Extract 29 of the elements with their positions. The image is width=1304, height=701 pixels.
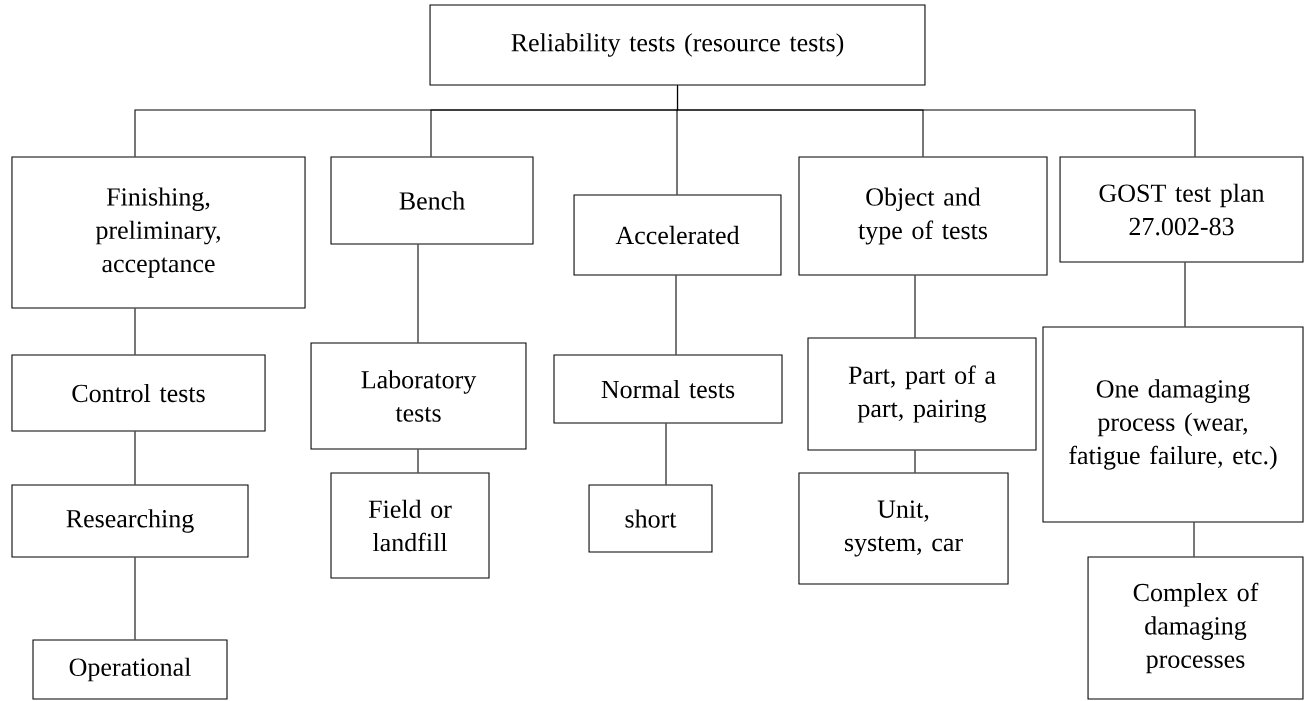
process-box: Researching [11, 484, 249, 558]
connector-line [1193, 521, 1195, 557]
process-box: Normal tests [553, 354, 783, 424]
process-box: short [588, 484, 713, 553]
connector-line [134, 307, 136, 355]
connector-line [134, 557, 136, 641]
connector-line [417, 243, 419, 343]
process-box: Bench [330, 156, 534, 245]
process-box: GOST test plan 27.002-83 [1059, 156, 1304, 263]
process-box: Operational [32, 639, 228, 700]
connector-line [676, 85, 1196, 157]
connector-line [914, 275, 916, 338]
process-box: Control tests [11, 354, 266, 432]
process-box: Unit, system, car [798, 472, 1009, 585]
connector-line [417, 449, 419, 473]
process-box: Field or landfill [330, 472, 490, 579]
connector-line [675, 275, 677, 355]
process-box: Accelerated [573, 194, 782, 276]
process-box: Part, part of a part, pairing [807, 337, 1037, 451]
process-box: Finishing, preliminary, acceptance [11, 156, 306, 309]
process-box: One damaging process (wear, fatigue failure, etc.) [1042, 326, 1304, 523]
process-box: Object and type of tests [798, 156, 1048, 276]
connector-line [665, 423, 667, 486]
process-box: Reliability tests (resource tests) [429, 4, 926, 86]
connector-line [1184, 262, 1186, 328]
process-box: Complex of damaging processes [1087, 556, 1304, 700]
process-box: Laboratory tests [310, 342, 527, 450]
connector-line [914, 450, 916, 474]
connector-line [134, 431, 136, 485]
